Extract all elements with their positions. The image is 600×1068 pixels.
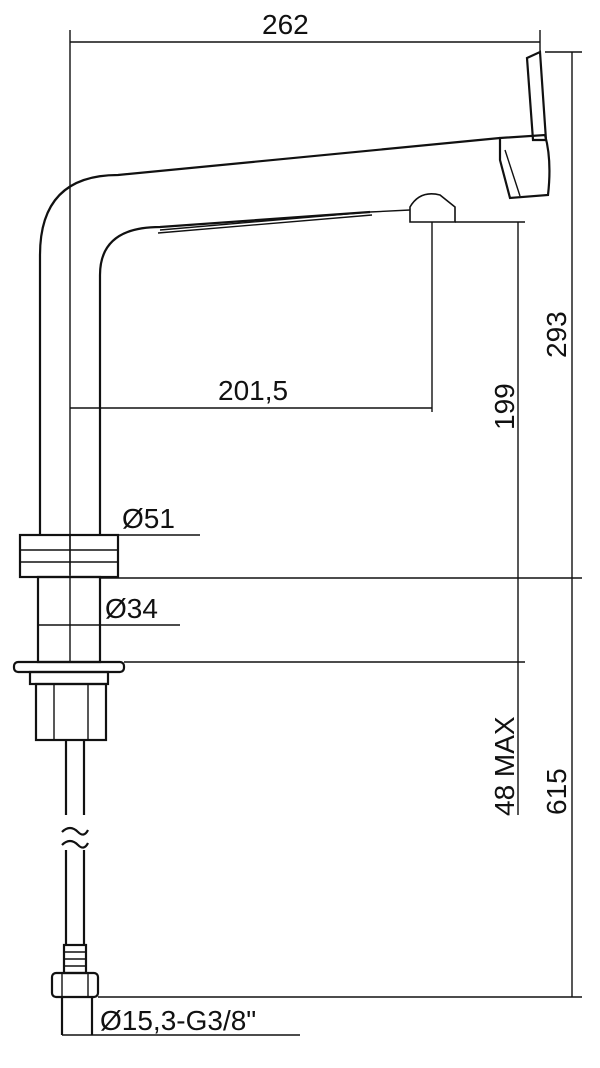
dim-base-diameter: Ø51 <box>122 503 175 534</box>
shank <box>36 575 102 664</box>
mounting-washer <box>12 660 126 674</box>
dim-max-deck: 48 MAX <box>489 716 520 816</box>
dimension-lines <box>38 30 582 1036</box>
dim-shank-diameter: Ø34 <box>105 593 158 624</box>
dim-hose-connection: Ø15,3-G3/8" <box>100 1005 256 1036</box>
flexible-hose <box>61 740 89 945</box>
dim-spout-height: 199 <box>489 383 520 430</box>
hose-fitting <box>50 943 100 1035</box>
dim-overall-width: 262 <box>262 9 309 40</box>
dim-hose-length: 615 <box>541 768 572 815</box>
base-flange <box>18 533 120 579</box>
aerator-outlet <box>409 193 456 223</box>
spout-body <box>38 136 501 575</box>
lever-handle <box>525 50 548 142</box>
spout-head <box>498 133 551 200</box>
fixing-nut <box>28 670 110 742</box>
dim-total-height: 293 <box>541 311 572 358</box>
dim-spout-reach: 201,5 <box>218 375 288 406</box>
